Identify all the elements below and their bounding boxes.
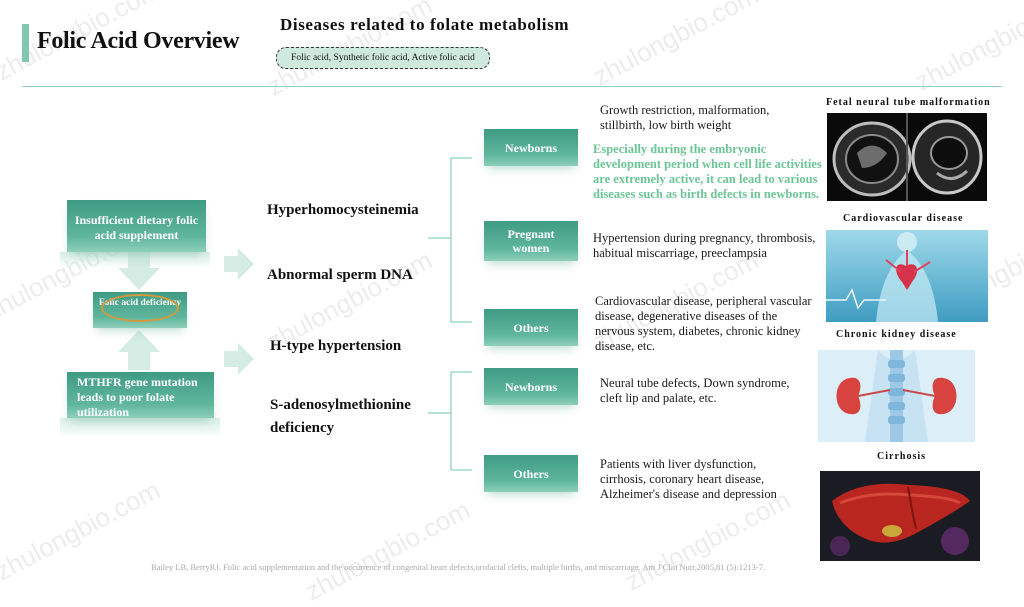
category-label-line2: women [512,241,550,255]
consequence-sam-deficiency: S-adenosylmethionine deficiency [270,397,411,436]
right-arrow-icon [224,248,254,280]
header-divider [22,86,1002,87]
category-newborns-lower: Newborns [484,368,578,405]
consequence-abnormal-sperm-dna: Abnormal sperm DNA [267,267,413,283]
desc-others-lower: Patients with liver dysfunction, cirrhos… [600,457,777,501]
folate-types-pill: Folic acid, Synthetic folic acid, Active… [276,47,490,69]
consequence-hyperhomocysteinemia: Hyperhomocysteinemia [267,202,419,218]
desc-others-upper: Cardiovascular disease, peripheral vascu… [595,294,812,353]
image-label-cardio: Cardiovascular disease [843,213,964,224]
desc-pregnant-women: Hypertension during pregnancy, thrombosi… [593,231,816,260]
category-label-line1: Pregnant [507,227,555,241]
cardiovascular-image [826,230,988,322]
box-shadow [60,252,210,268]
image-label-kidney: Chronic kidney disease [836,329,957,340]
highlight-ring [101,294,179,322]
cause-mthfr-box: MTHFR gene mutation leads to poor folate… [67,372,214,419]
category-pregnant-women: Pregnant women [484,221,578,261]
desc-highlight: Especially during the embryonic developm… [593,142,822,201]
category-newborns-upper: Newborns [484,129,578,166]
consequence-h-type-hypertension: H-type hypertension [270,338,402,354]
category-others-upper: Others [484,309,578,346]
image-label-cirrhosis: Cirrhosis [877,451,926,462]
image-label-fetal: Fetal neural tube malformation [826,97,991,108]
kidney-image [818,350,975,442]
desc-newborns-upper: Growth restriction, malformation, stillb… [600,103,770,132]
box-shadow [60,418,220,438]
bracket-upper [428,157,472,323]
fetal-ultrasound-image [827,113,987,201]
desc-newborns-lower: Neural tube defects, Down syndrome, clef… [600,376,790,405]
category-others-lower: Others [484,455,578,492]
page-subtitle: Diseases related to folate metabolism [280,15,570,34]
page-title: Folic Acid Overview [37,28,240,54]
liver-cirrhosis-image [820,471,980,561]
up-arrow-icon [118,330,160,370]
bracket-lower [428,371,472,471]
cause-insufficient-box: Insufficient dietary folic acid suppleme… [67,200,206,252]
citation-footnote: Bailey LB, BerryRJ. Folic acid supplemen… [151,562,766,572]
title-accent-bar [22,24,29,62]
right-arrow-icon [224,343,254,375]
